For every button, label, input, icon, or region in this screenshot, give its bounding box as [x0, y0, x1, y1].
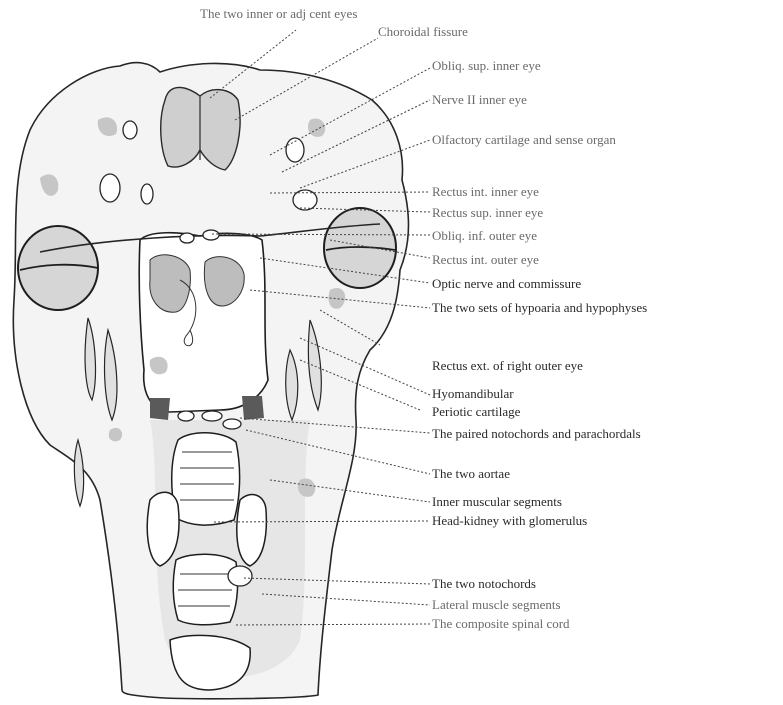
label-two-notochords: The two notochords — [432, 576, 536, 591]
label-head-kidney: Head-kidney with glomerulus — [432, 513, 587, 528]
label-notochords-parachordals: The paired notochords and parachordals — [432, 426, 641, 441]
label-rectus-ext: Rectus ext. of right outer eye — [432, 358, 583, 373]
label-obliq-inf-outer: Obliq. inf. outer eye — [432, 228, 537, 243]
label-lateral-muscle: Lateral muscle segments — [432, 597, 561, 612]
label-rectus-int-outer: Rectus int. outer eye — [432, 252, 539, 267]
label-rectus-int-inner: Rectus int. inner eye — [432, 184, 539, 199]
label-aortae: The two aortae — [432, 466, 510, 481]
label-choroidal-fissure: Choroidal fissure — [378, 24, 468, 39]
label-periotic: Periotic cartilage — [432, 404, 520, 419]
label-optic-nerve: Optic nerve and commissure — [432, 276, 581, 291]
label-obliq-sup: Obliq. sup. inner eye — [432, 58, 541, 73]
label-spinal-cord: The composite spinal cord — [432, 616, 570, 631]
label-hypoaria: The two sets of hypoaria and hypophyses — [432, 300, 647, 315]
label-rectus-sup-inner: Rectus sup. inner eye — [432, 205, 543, 220]
label-nerve-ii: Nerve II inner eye — [432, 92, 527, 107]
label-olfactory-cartilage: Olfactory cartilage and sense organ — [432, 132, 616, 147]
label-inner-muscular: Inner muscular segments — [432, 494, 562, 509]
label-hyomandibular: Hyomandibular — [432, 386, 514, 401]
label-two-inner-eyes: The two inner or adj cent eyes — [200, 6, 357, 21]
